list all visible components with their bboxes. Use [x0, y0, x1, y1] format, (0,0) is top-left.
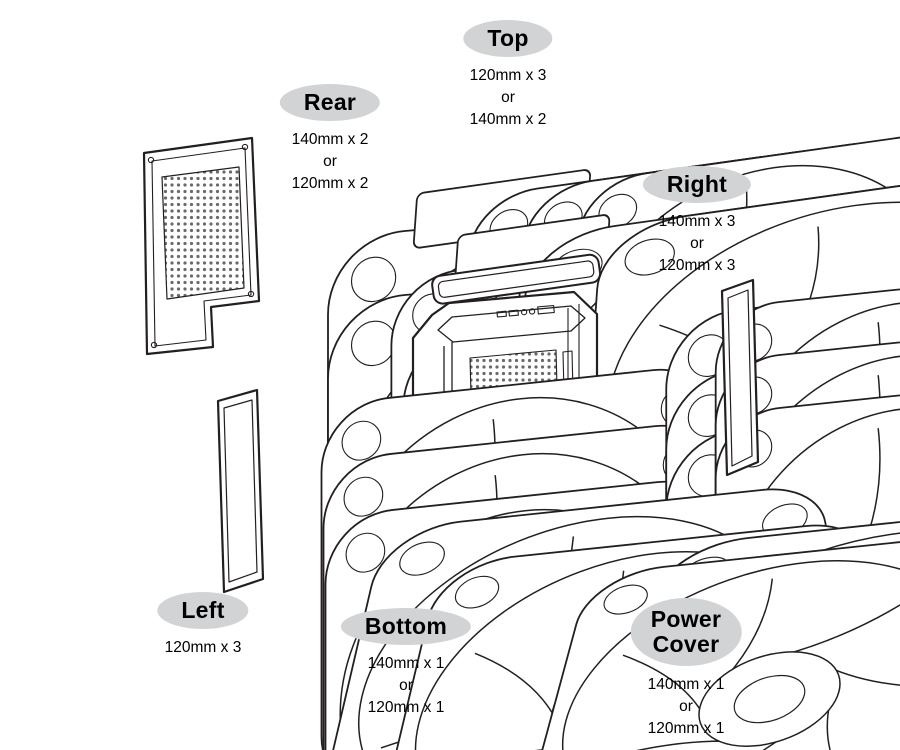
label-power-cover-specs: 140mm x 1 or 120mm x 1 [631, 674, 742, 740]
label-power-cover-title: Power Cover [630, 598, 742, 666]
spec-line: or [690, 235, 704, 252]
top-frame [431, 253, 602, 305]
spec-line: 120mm x 1 [647, 720, 725, 737]
spec-line: 120mm x 3 [164, 639, 242, 656]
spec-line: 140mm x 3 [658, 213, 736, 230]
label-right: Right 140mm x 3 or 120mm x 3 [642, 166, 752, 277]
left-side-panel [216, 388, 265, 594]
spec-line: 120mm x 3 [658, 257, 736, 274]
spec-line: 140mm x 1 [647, 676, 725, 693]
label-bottom-title: Bottom [340, 608, 472, 645]
label-right-specs: 140mm x 3 or 120mm x 3 [643, 211, 751, 277]
spec-line: 140mm x 2 [469, 111, 547, 128]
label-top: Top 120mm x 3 or 140mm x 2 [463, 20, 553, 131]
spec-line: or [323, 153, 337, 170]
top-io-ports [496, 304, 555, 318]
spec-line: or [399, 677, 413, 694]
label-rear-title: Rear [279, 84, 381, 121]
label-bottom: Bottom 140mm x 1 or 120mm x 1 [340, 608, 472, 719]
label-left-specs: 120mm x 3 [157, 637, 248, 659]
right-side-panel [720, 278, 760, 477]
label-power-cover: Power Cover 140mm x 1 or 120mm x 1 [630, 598, 742, 740]
spec-line: or [501, 89, 515, 106]
spec-line: 120mm x 1 [367, 699, 445, 716]
label-right-title: Right [642, 166, 752, 203]
spec-line: or [679, 698, 693, 715]
spec-line: 120mm x 2 [291, 175, 369, 192]
label-power-cover-title-line1: Power [650, 606, 722, 632]
label-top-title: Top [463, 20, 553, 57]
label-top-specs: 120mm x 3 or 140mm x 2 [463, 65, 552, 131]
rear-panel [142, 136, 261, 356]
spec-line: 140mm x 1 [367, 655, 445, 672]
label-rear-specs: 140mm x 2 or 120mm x 2 [280, 129, 380, 195]
spec-line: 120mm x 3 [469, 67, 547, 84]
label-rear: Rear 140mm x 2 or 120mm x 2 [279, 84, 381, 195]
label-left-title: Left [157, 592, 249, 629]
label-left: Left 120mm x 3 [157, 592, 249, 659]
label-bottom-specs: 140mm x 1 or 120mm x 1 [341, 653, 471, 719]
spec-line: 140mm x 2 [291, 131, 369, 148]
label-power-cover-title-line2: Cover [652, 631, 720, 657]
